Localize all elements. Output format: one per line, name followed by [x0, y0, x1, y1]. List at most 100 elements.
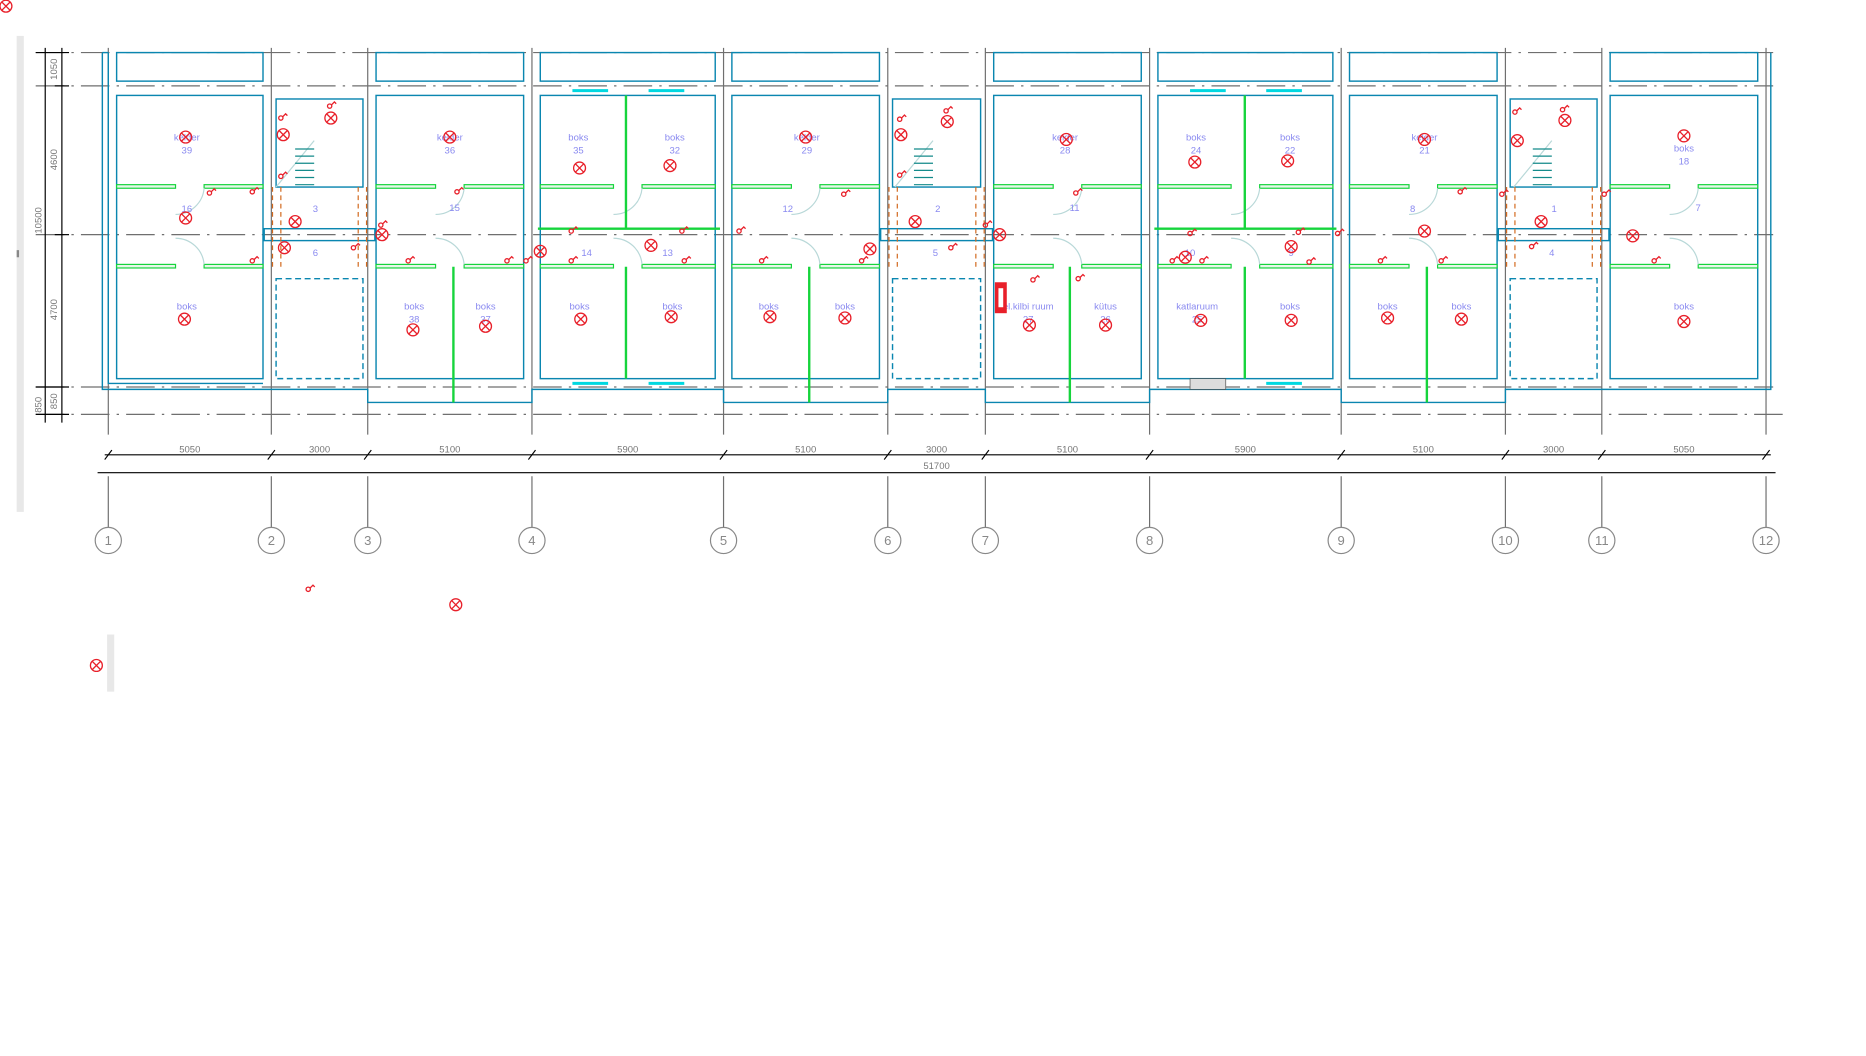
light-fixture-icon — [89, 658, 103, 673]
light-fixture-icon — [644, 238, 658, 252]
room-name: boks — [177, 302, 197, 313]
light-fixture-icon — [1194, 313, 1208, 327]
axis-bubble-9 — [1327, 526, 1355, 555]
room-number: 8 — [1410, 204, 1415, 215]
axis-label: 2 — [268, 533, 275, 548]
room-number: 6 — [313, 248, 318, 259]
room-number: 2 — [935, 204, 940, 215]
switch-icon — [896, 170, 907, 178]
light-fixture-icon — [324, 111, 338, 125]
dim-total: 51700 — [923, 461, 949, 472]
light-fixture-icon — [993, 228, 1007, 242]
dim-chain-value: 5100 — [439, 444, 460, 455]
switch-icon — [1377, 255, 1388, 264]
room-number: 22 — [1285, 146, 1296, 157]
dim-chain-value: 5050 — [1673, 444, 1694, 455]
switch-icon — [1075, 273, 1086, 282]
switch-icon — [278, 112, 288, 121]
axis-bubble-12 — [1752, 526, 1780, 555]
switch-icon — [1169, 255, 1180, 264]
room-number: 4 — [1549, 248, 1555, 259]
switch-icon — [568, 225, 579, 234]
room-name: el.kilbi ruum — [1003, 302, 1054, 313]
room-name: boks — [570, 302, 590, 313]
switch-icon — [1334, 228, 1345, 237]
room-name: boks — [835, 302, 855, 313]
light-fixture-icon — [288, 214, 302, 229]
switch-icon — [350, 242, 361, 251]
room-name: boks — [1280, 133, 1300, 144]
light-fixture-icon — [663, 159, 677, 173]
light-fixture-icon — [0, 0, 13, 13]
room-number: 21 — [1419, 146, 1430, 157]
axis-label: 11 — [1595, 533, 1609, 548]
light-fixture-icon — [908, 214, 922, 229]
dim-10500: 10500 — [34, 207, 45, 233]
dim-850-outer: 850 — [34, 397, 45, 413]
windows — [572, 89, 1302, 390]
switch-icon — [504, 255, 514, 264]
switch-icon — [1559, 104, 1570, 113]
room-number: 5 — [933, 248, 938, 259]
room-number: 16 — [182, 204, 193, 215]
room-name: boks — [1378, 302, 1398, 313]
room-name: boks — [662, 302, 682, 313]
light-fixture-icon — [177, 312, 192, 326]
switch-icon — [326, 101, 337, 109]
light-fixture-icon — [533, 244, 547, 258]
axis-bubble-11 — [1588, 526, 1616, 555]
axis-bubble-8 — [1135, 526, 1164, 555]
light-fixture-icon — [1188, 155, 1202, 169]
room-number: 24 — [1191, 146, 1202, 157]
switch-markers — [206, 101, 1662, 593]
light-fixture-icon — [449, 598, 463, 612]
partitions — [116, 95, 1759, 403]
room-number: 13 — [662, 248, 673, 259]
light-fixture-icon — [838, 311, 852, 325]
light-fixture-icon — [1284, 313, 1298, 327]
room-name: boks — [1280, 302, 1300, 313]
switch-icon — [1457, 186, 1468, 195]
light-fixture-icon — [1284, 239, 1298, 254]
dim-chain-value: 5050 — [179, 444, 200, 455]
room-name: boks — [404, 302, 424, 313]
switch-icon — [1030, 274, 1040, 283]
switch-icon — [278, 171, 288, 180]
vertical-scrollbar[interactable] — [16, 35, 24, 512]
switch-icon — [1512, 106, 1522, 115]
switch-icon — [858, 255, 869, 264]
switch-icon — [1438, 255, 1449, 264]
light-fixture-icon — [894, 128, 908, 142]
grid-lines — [35, 47, 1786, 528]
axis-label: 6 — [884, 533, 891, 548]
axis-bubble-7 — [971, 526, 1000, 555]
dim-chain-value: 5100 — [1057, 444, 1078, 455]
dim-chain-value: 3000 — [1543, 444, 1564, 455]
light-fixture-icon — [1178, 250, 1192, 264]
axis-label: 8 — [1146, 533, 1153, 548]
light-fixture-icon — [799, 130, 813, 144]
light-fixture-icon — [664, 310, 678, 324]
light-fixture-icon — [1098, 318, 1113, 332]
room-name: boks — [568, 133, 588, 144]
light-fixture-icon — [1380, 311, 1395, 325]
light-fixture-icon — [1454, 312, 1468, 326]
selected-object[interactable] — [994, 282, 1007, 314]
axis-bubble-5 — [709, 526, 738, 555]
dim-4700: 4700 — [49, 299, 60, 320]
axis-bubble-1 — [94, 526, 122, 555]
room-name: boks — [759, 302, 779, 313]
light-fixture-icon — [1022, 318, 1036, 332]
switch-icon — [454, 186, 464, 195]
scroll-handle[interactable] — [16, 250, 20, 258]
axis-bubble-3 — [354, 526, 382, 555]
room-number: 18 — [1679, 156, 1690, 167]
axis-label: 1 — [105, 533, 112, 548]
room-number: 3 — [313, 204, 318, 215]
light-fixture-icon — [1558, 113, 1572, 128]
light-fixture-icon — [406, 323, 420, 337]
dim-1050: 1050 — [49, 59, 60, 80]
switch-icon — [982, 220, 993, 228]
light-fixture-icon — [1534, 214, 1548, 229]
